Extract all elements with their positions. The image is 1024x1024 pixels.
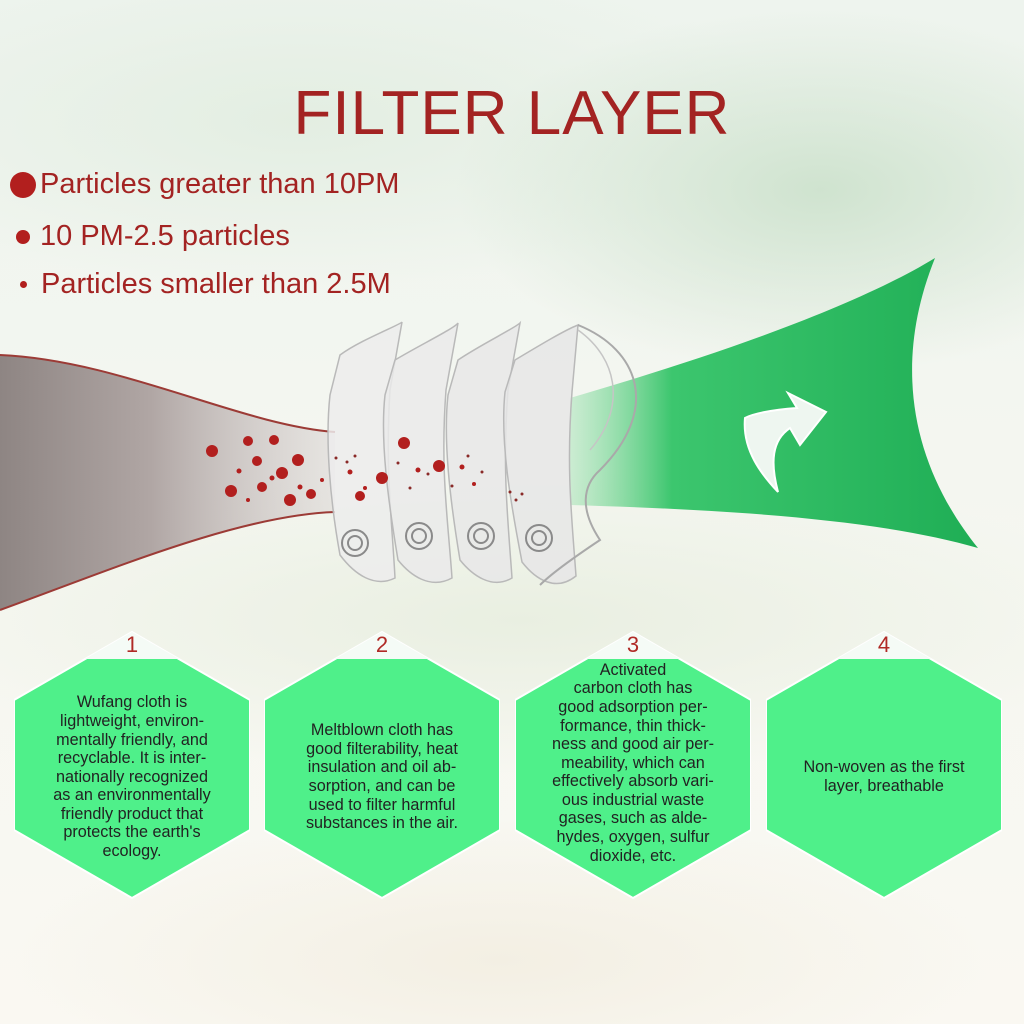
layer-description: Non-woven as the first layer, breathable [803,758,965,795]
layer-number: 4 [877,632,891,657]
valve-icon [467,522,495,550]
large-particle-dot-icon [10,171,36,198]
legend-label: Particles greater than 10PM [40,168,400,200]
hexagon-shape [264,630,500,900]
valve-icon [341,529,369,557]
layer-description: Wufang cloth is lightweight, environ- me… [53,693,211,861]
small-particle-dot-icon [20,281,27,288]
hexagon-shape [766,630,1002,900]
medium-particle-dot-icon [16,229,30,244]
filter-layer-2 [382,322,459,584]
filter-layer-4 [502,323,579,585]
valve-icon [525,524,553,552]
clean-air-stream [570,258,978,548]
legend-small-particles: Particles smaller than 2.5M [10,268,391,301]
mask-shell-outline [539,324,638,586]
mask-shell-inner [577,329,614,451]
polluted-air-stream [0,355,335,610]
legend-medium-particles: 10 PM-2.5 particles [10,220,290,253]
large-particles [206,435,445,506]
polluted-air-edge-top [0,354,336,433]
medium-particles [236,464,476,502]
layer-number: 1 [125,632,139,657]
layer-description: Meltblown cloth has good filterability, … [305,721,459,833]
hexagon-shape [515,630,751,900]
hexagon-shape [14,630,250,900]
layer-card-4: 4 Non-woven as the first layer, breathab… [766,630,1002,900]
legend-large-particles: Particles greater than 10PM [10,168,399,201]
layer-description: Activated carbon cloth has good adsorpti… [552,660,714,865]
layer-card-1: 1 Wufang cloth is lightweight, environ- … [14,630,250,900]
filter-layer-3 [445,320,522,584]
layer-card-3: 3 Activated carbon cloth has good adsorp… [515,630,751,900]
polluted-air-edge-bottom [0,511,336,611]
curved-arrow-icon [743,390,828,493]
legend-label: Particles smaller than 2.5M [41,268,391,300]
layer-card-2: 2 Meltblown cloth has good filterability… [264,630,500,900]
layer-number: 3 [626,632,640,657]
legend-label: 10 PM-2.5 particles [40,220,290,252]
small-particles [334,454,524,502]
layer-number: 2 [375,632,389,657]
valve-icon [405,522,433,550]
page-title: FILTER LAYER [293,79,731,148]
filter-layer-1 [327,321,403,583]
